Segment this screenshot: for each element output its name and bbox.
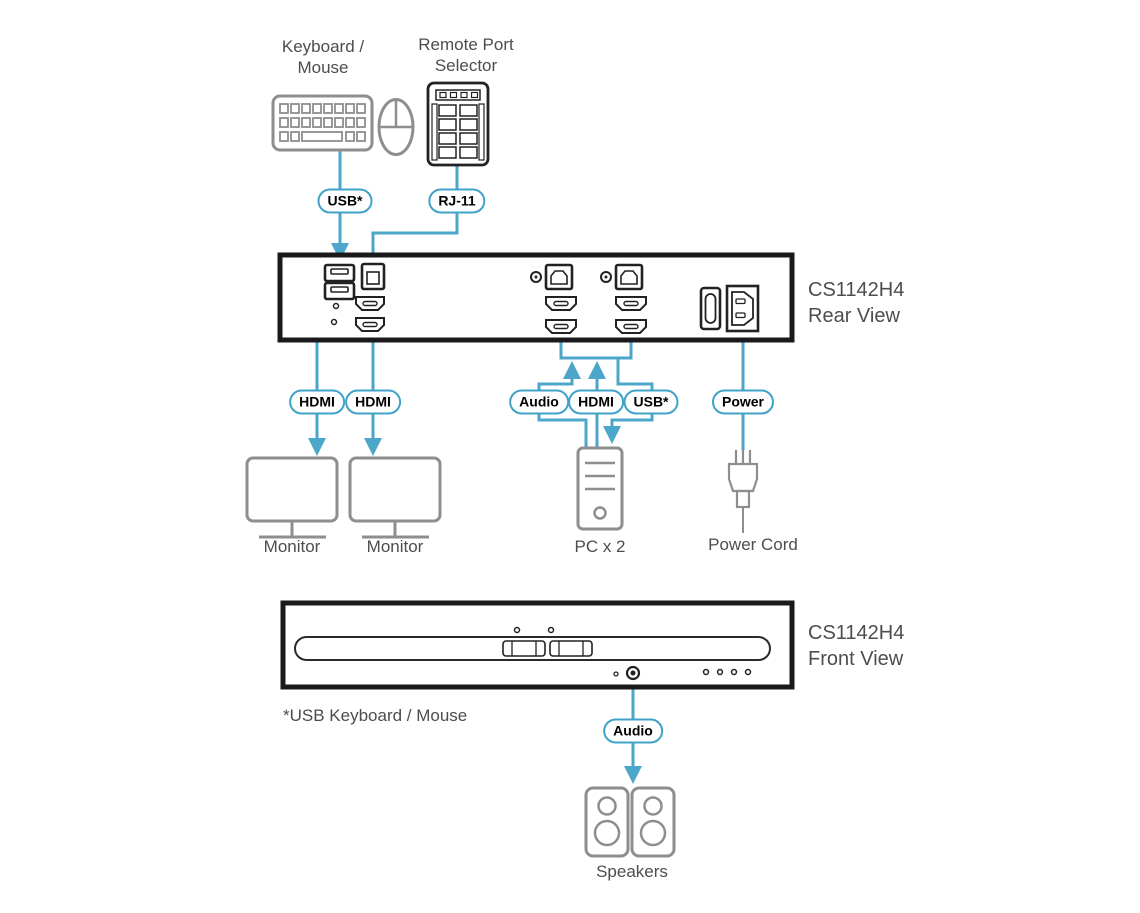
front-leds [702,668,752,676]
label-monitor-1: Monitor [263,537,321,556]
rear-panel [277,252,795,343]
pc-tower-icon [576,446,624,531]
connector-pill-usb-pc: USB* [623,389,679,415]
cable-hdmi-monitor-2 [364,331,382,456]
connector-pill-audio-front: Audio [603,718,663,744]
power-inlet-icon [725,284,760,333]
audio-jack-icon [530,271,542,283]
connector-pill-hdmi-pc: HDMI [568,389,624,415]
port-select-button [549,640,593,657]
hdmi-port-icon [355,296,385,311]
connector-pill-rj11: RJ-11 [428,188,486,214]
connector-pill-hdmi-1: HDMI [289,389,345,415]
label-speakers: Speakers [596,862,668,881]
port-select-button [502,640,546,657]
usb-b-port-icon [544,263,574,291]
label-monitor-2: Monitor [366,537,424,556]
hdmi-port-icon [355,317,385,332]
hdmi-port-icon [545,319,577,334]
label-pc: PC x 2 [574,537,626,556]
audio-jack-icon [600,271,612,283]
power-cord-icon [727,450,759,533]
rj11-port-icon [360,262,386,291]
remote-port-selector-icon [426,81,490,167]
front-audio-jack-icon [625,665,641,681]
label-keyboard-mouse: Keyboard / Mouse [281,37,365,77]
connector-pill-hdmi-2: HDMI [345,389,401,415]
connector-pill-audio-pc: Audio [509,389,569,415]
front-panel [280,600,795,690]
label-front-view: CS1142H4 Front View [808,622,905,670]
screw-holes [330,302,340,326]
hdmi-port-icon [615,319,647,334]
monitor-icon [348,456,442,539]
monitor-icon [245,456,339,539]
usb-b-port-icon [614,263,644,291]
hdmi-port-icon [545,296,577,311]
connector-pill-usb-keyboard: USB* [317,188,373,214]
label-remote-port-selector: Remote Port Selector [418,35,514,75]
keyboard-icon [271,94,374,152]
label-footnote: *USB Keyboard / Mouse [283,706,468,725]
usb-port-icon [323,263,356,301]
hdmi-port-icon [615,296,647,311]
connector-pill-power: Power [711,389,775,415]
mouse-icon [377,98,415,156]
label-rear-view: CS1142H4 Rear View [808,279,905,327]
power-switch-icon [699,286,722,331]
label-power-cord: Power Cord [708,535,798,554]
speakers-icon [584,786,676,858]
